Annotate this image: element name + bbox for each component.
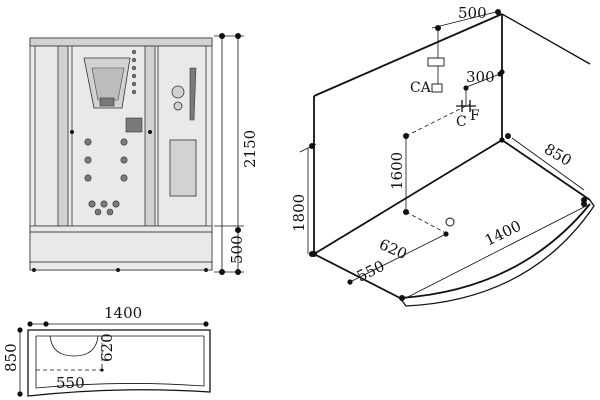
height-base-label: 500: [228, 235, 246, 264]
control-panel-left: [125, 117, 143, 133]
iso-depth-850-label: 850: [541, 140, 575, 170]
hinge-dot: [148, 130, 152, 134]
massage-jets: [84, 138, 128, 216]
iso-top-back-edge: [313, 13, 503, 97]
dim-mark: [235, 227, 241, 233]
plan-width-label: 1400: [104, 304, 142, 322]
height-total-label: 2150: [241, 130, 259, 168]
dim-mark: [443, 231, 449, 237]
dim-mark: [27, 321, 33, 327]
dim-mark: [235, 33, 241, 39]
dim-mark: [17, 391, 23, 397]
dim-mark: [219, 33, 225, 39]
tray-inner-outline: [35, 335, 205, 389]
dim-550-line: [349, 233, 447, 283]
top-rail: [29, 37, 213, 47]
left-frame-post: [57, 45, 69, 227]
iso-right-top-edge: [501, 13, 591, 65]
tray-outline: [27, 329, 211, 397]
iso-outlet-dash: [405, 103, 471, 137]
hinge-dot: [70, 130, 74, 134]
right-frame-post: [144, 45, 156, 227]
drain-dash-line: [405, 211, 445, 233]
ca-connector-box: [427, 57, 445, 67]
iso-tray-front-curve: [399, 203, 591, 299]
cf-outlets: [456, 100, 476, 112]
front-view: 2150 500: [29, 33, 259, 275]
iso-drain: [445, 217, 455, 227]
diverter-knob: [173, 101, 183, 111]
hand-shower: [189, 67, 197, 121]
plan-drain-y-label: 620: [98, 333, 116, 362]
iso-length-1400-label: 1400: [482, 217, 524, 250]
iso-c-label: C: [456, 114, 467, 130]
dim-mark: [203, 321, 209, 327]
iso-view: 1800 1600 500 CA 300 C F: [290, 4, 595, 307]
mixer-knob: [171, 85, 185, 99]
dim-mark: [399, 295, 405, 301]
iso-drain-550-label: 550: [354, 257, 388, 286]
rain-shower-head: [91, 67, 125, 101]
dim-850-line: [511, 137, 585, 191]
dim-1400-line: [401, 203, 591, 301]
dim-mark: [581, 201, 587, 207]
dim-300-line: [463, 73, 501, 89]
iso-tray-rim: [399, 199, 595, 307]
plan-drain-x-label: 550: [56, 374, 85, 392]
iso-drain-620-label: 620: [376, 235, 409, 263]
side-nozzles: [131, 49, 137, 95]
tray-feet: [32, 268, 208, 272]
dim-mark: [219, 269, 225, 275]
dim-mark: [311, 251, 317, 257]
dim-mark: [17, 327, 23, 333]
dim-mark: [235, 269, 241, 275]
shower-control: [99, 97, 115, 107]
dim-mark: [309, 143, 315, 149]
iso-height-1800-label: 1800: [290, 194, 308, 232]
drain-point: [100, 368, 104, 372]
dim-mark: [505, 133, 511, 139]
ca-outlet-box: [431, 83, 443, 93]
iso-offset-300-label: 300: [466, 68, 495, 86]
iso-top-500-label: 500: [458, 4, 487, 22]
plan-view: 1400 850 620 550: [2, 304, 211, 397]
seat-outline: [49, 335, 99, 357]
dim-mark: [499, 137, 505, 143]
iso-right-floor-edge: [501, 139, 591, 201]
dim-mark: [499, 69, 505, 75]
dim-mark: [495, 9, 501, 15]
seat: [169, 139, 197, 197]
plan-depth-label: 850: [2, 343, 20, 372]
iso-f-label: F: [470, 108, 480, 124]
dim-mark: [347, 279, 353, 285]
iso-floor-back-edge: [313, 139, 503, 255]
right-side-panel: [157, 45, 207, 227]
shower-tray: [29, 225, 213, 271]
iso-tray-left-edge: [313, 253, 401, 299]
dim-mark: [43, 321, 49, 327]
dim-500-line: [431, 11, 497, 29]
iso-ca-label: CA: [410, 80, 432, 96]
iso-height-1600-label: 1600: [388, 152, 406, 190]
